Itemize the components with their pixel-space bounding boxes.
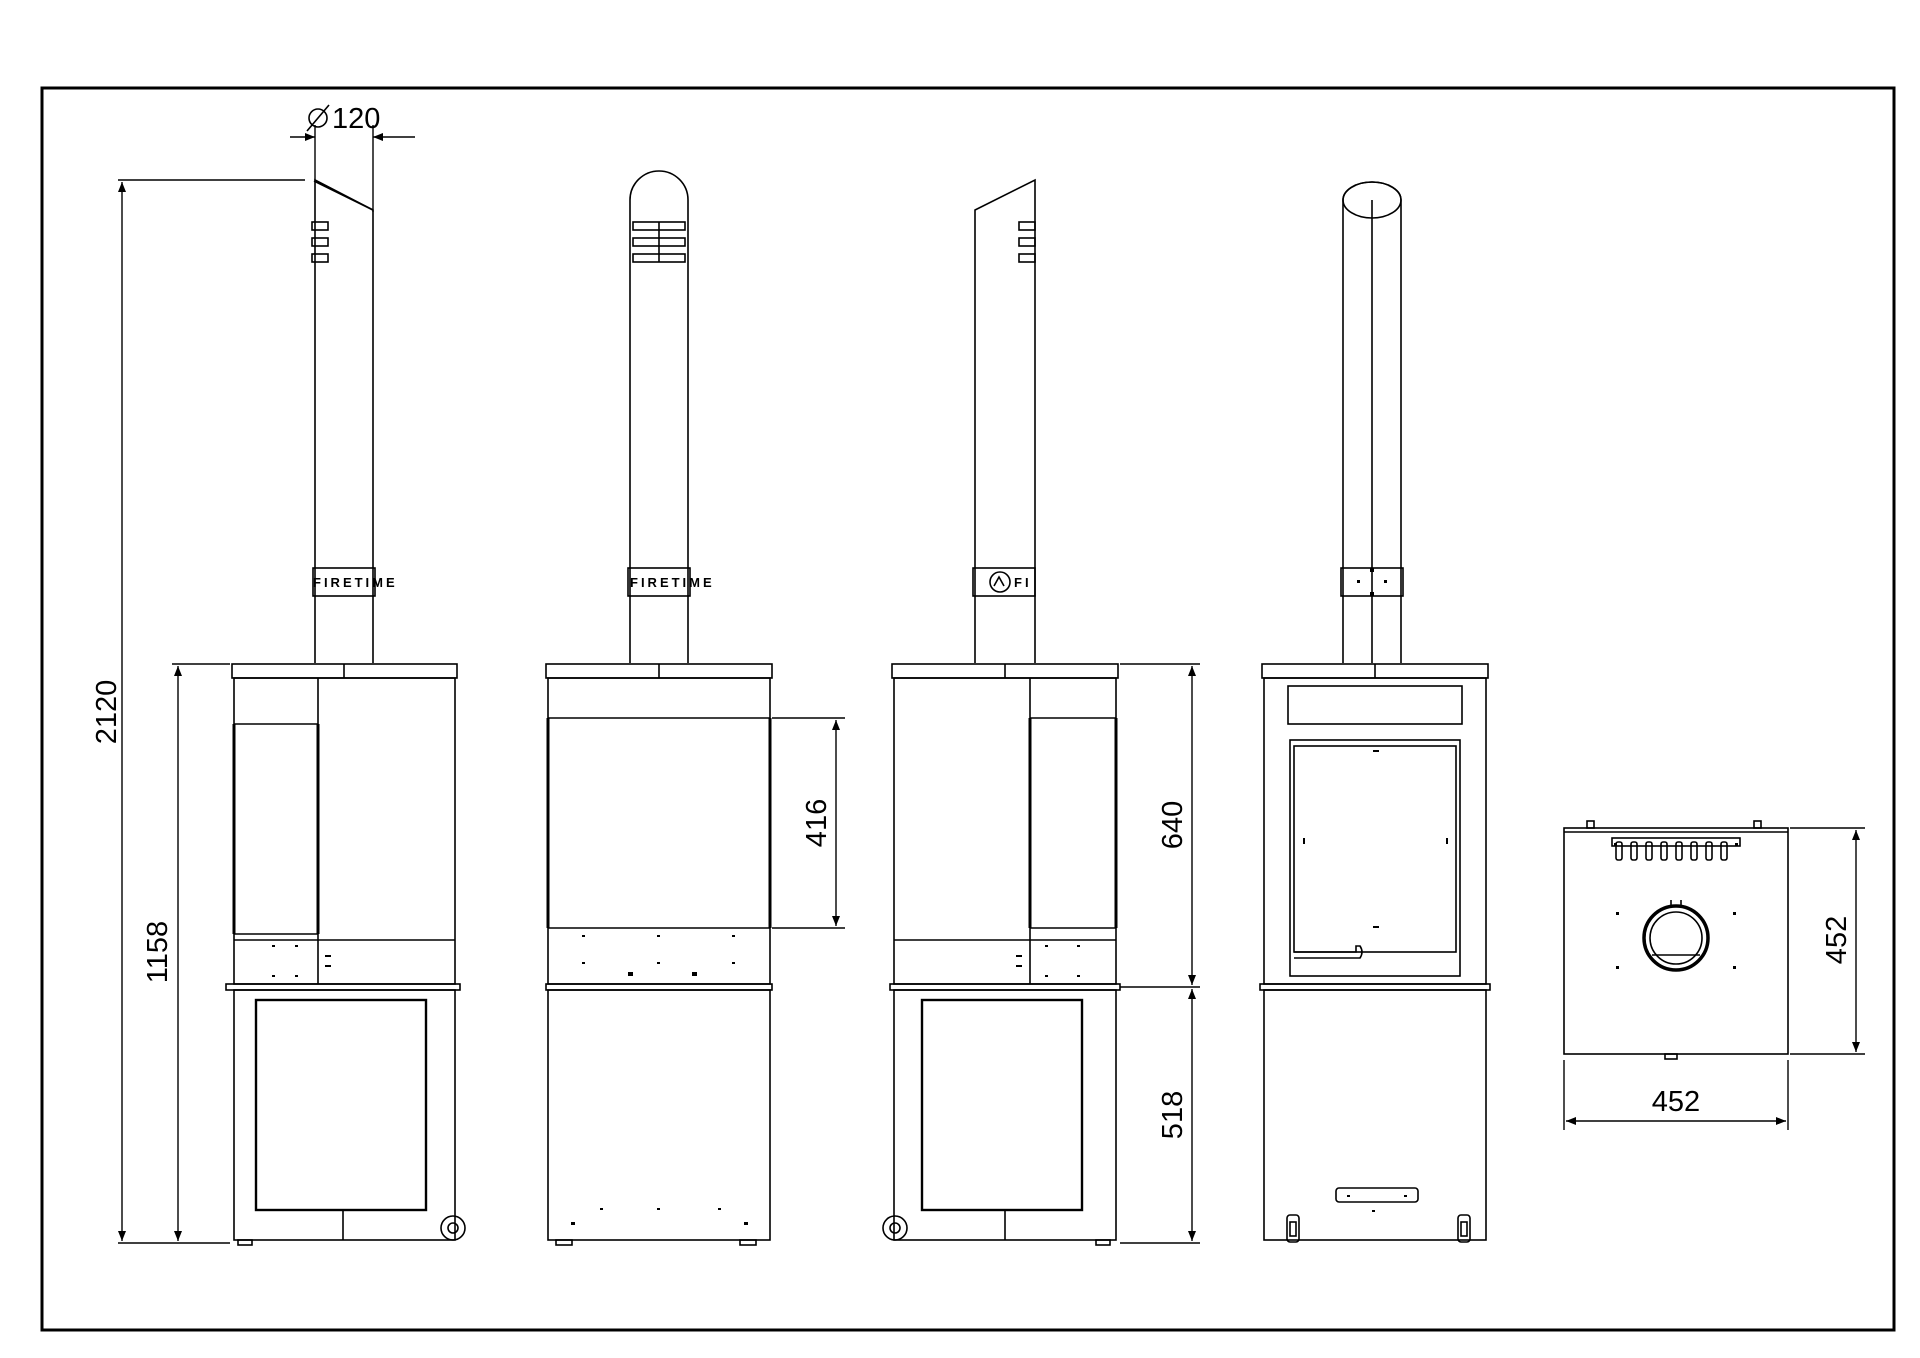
view-front <box>545 170 773 1246</box>
view-rear <box>1259 181 1491 1243</box>
view-top <box>1563 820 1789 1060</box>
dim-total-height: 2120 <box>91 680 123 745</box>
dim-flue-diameter: 120 <box>332 103 380 135</box>
dim-body-height: 1158 <box>142 921 174 983</box>
dim-top-depth: 452 <box>1821 916 1853 964</box>
diameter-symbol-icon <box>306 104 330 132</box>
view-side-left <box>225 178 466 1246</box>
dim-firebox-height: 640 <box>1157 801 1189 849</box>
brand-text-view3: FI <box>1014 575 1032 590</box>
dim-top-width: 452 <box>1652 1086 1700 1118</box>
top-vents <box>1615 841 1728 861</box>
drawing-frame <box>40 86 1896 1332</box>
view-side-right <box>882 178 1121 1246</box>
dim-window-height: 416 <box>801 799 833 847</box>
brand-text-view2: FIRETIME <box>630 575 715 590</box>
dim-base-height: 518 <box>1157 1091 1189 1139</box>
dimension-lines <box>118 125 1865 1244</box>
brand-text-view1: FIRETIME <box>313 575 398 590</box>
